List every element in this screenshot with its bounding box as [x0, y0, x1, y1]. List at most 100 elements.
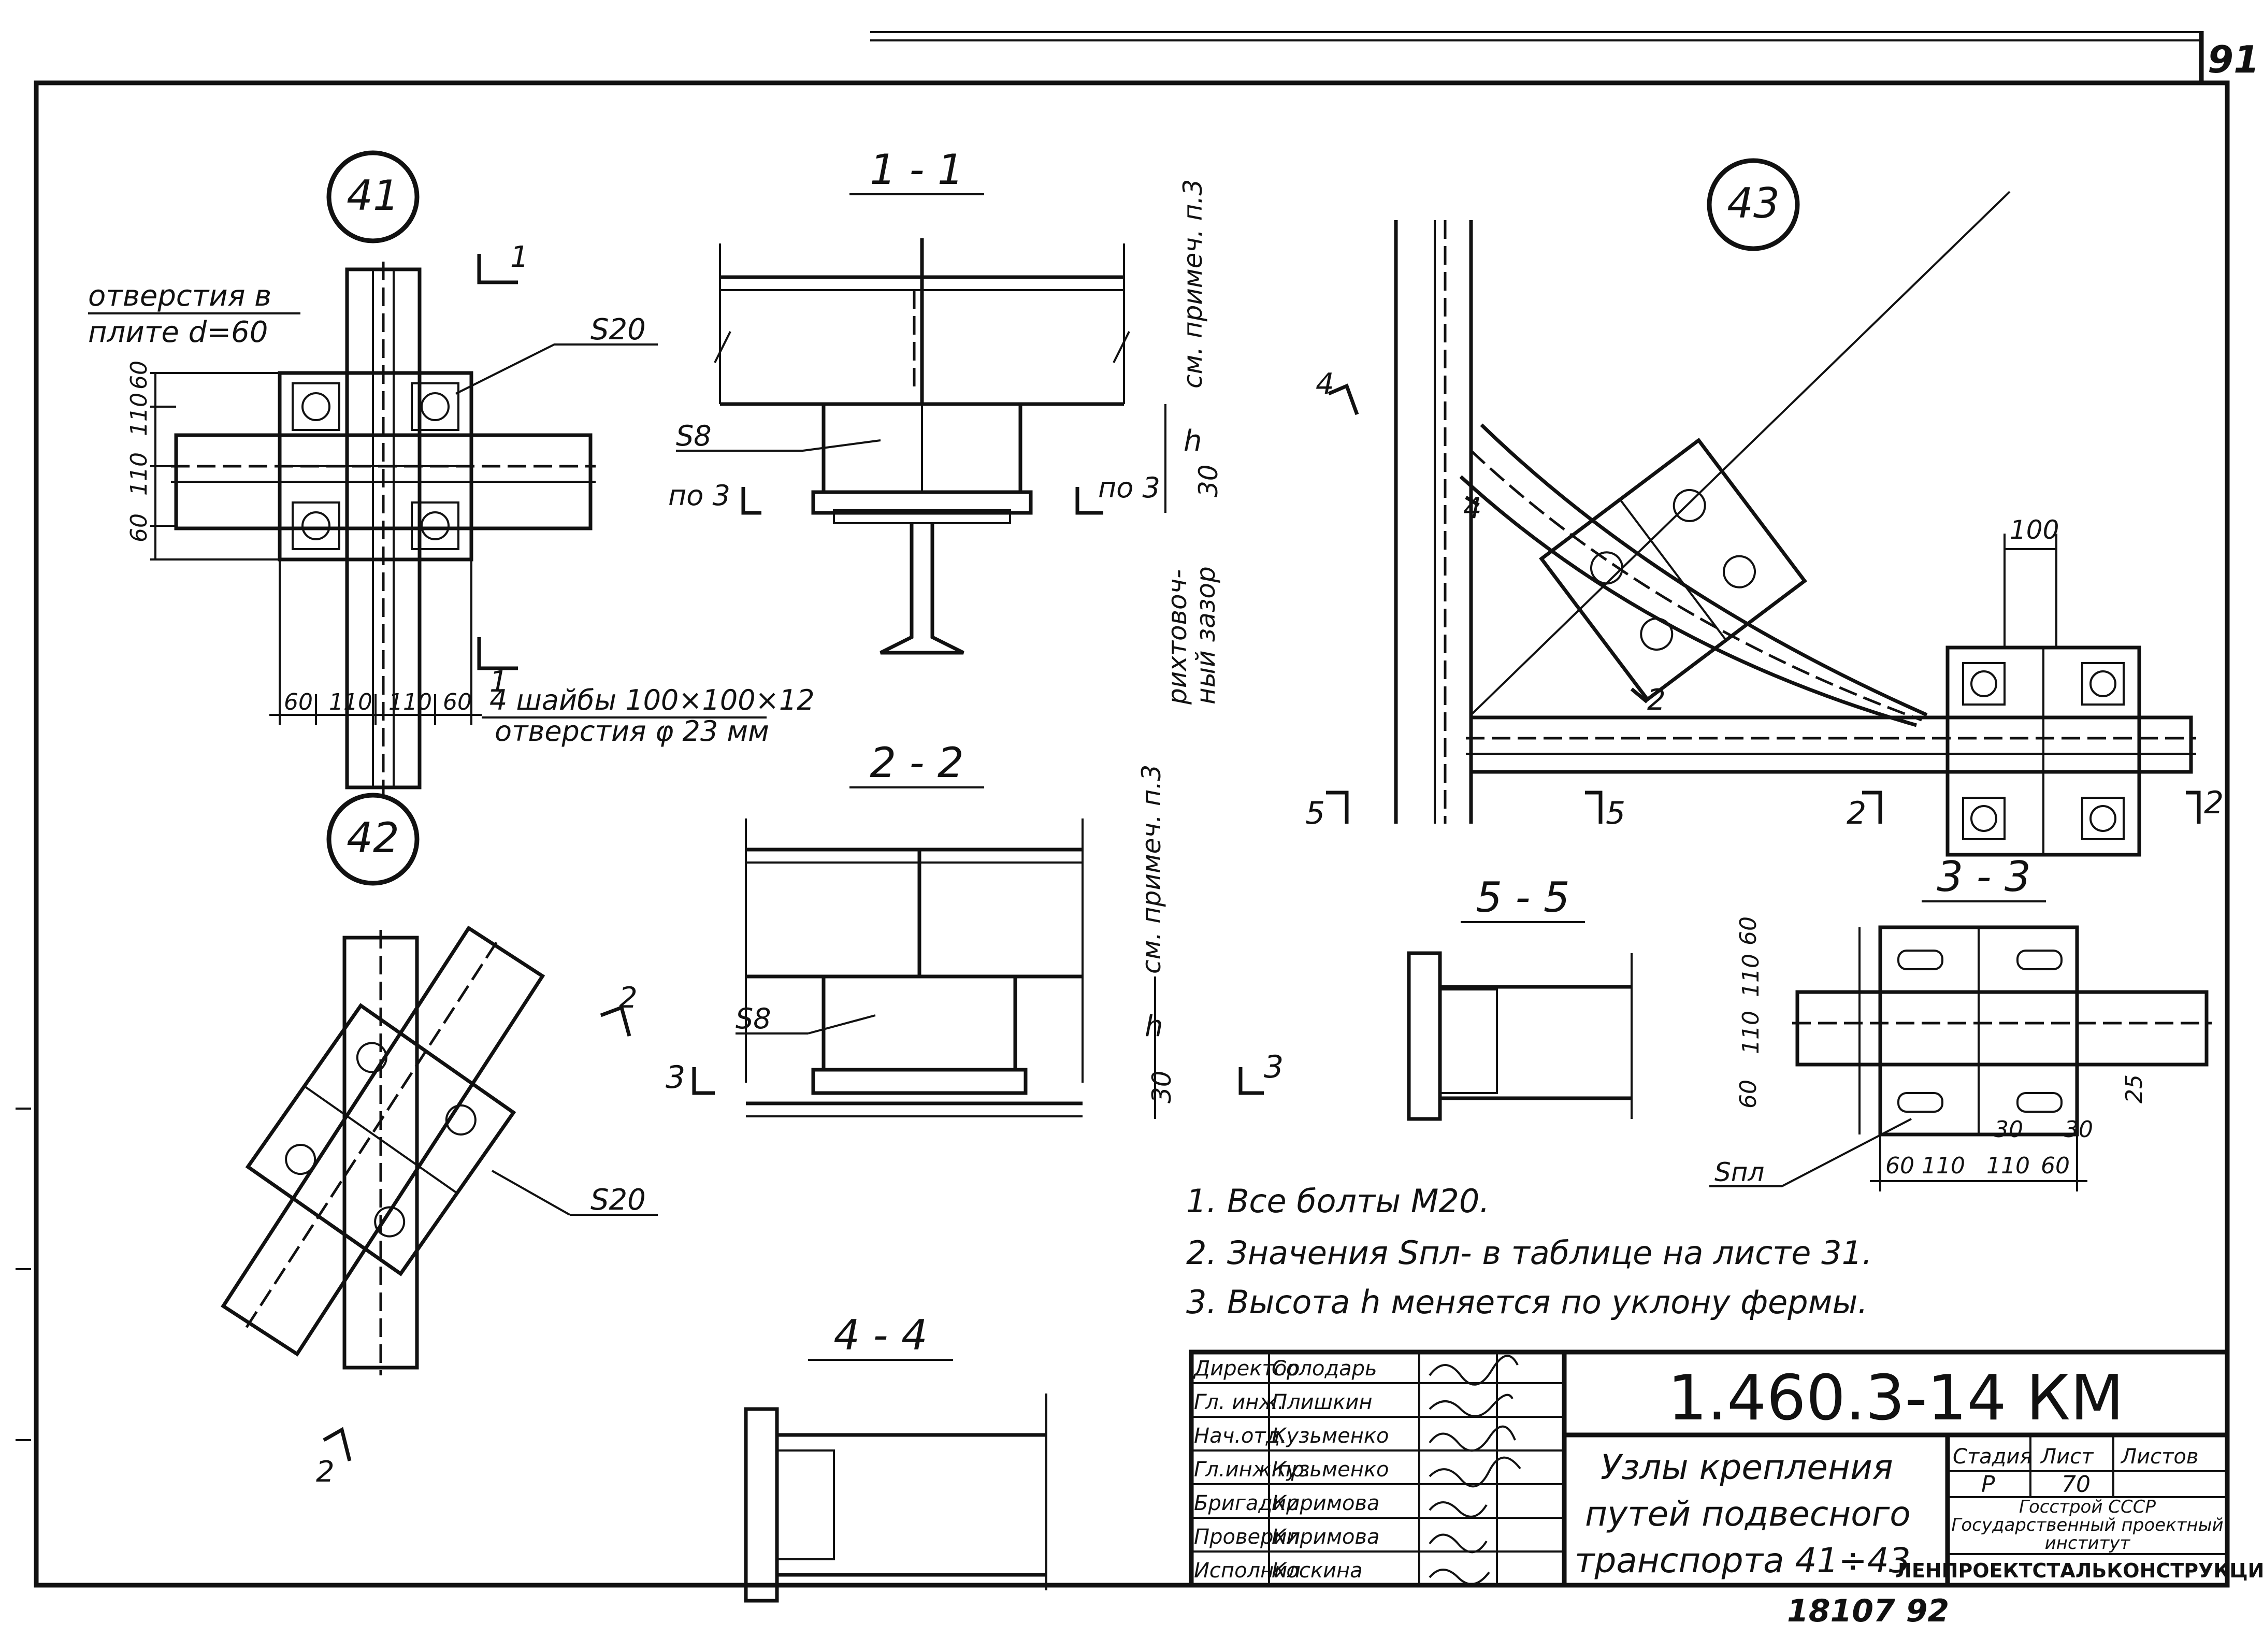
- sig-role-4: Гл.инж.пр.: [1194, 1458, 1311, 1482]
- section-3-3-dim-h2: 110: [1922, 1153, 1965, 1179]
- sig-name-5: Киримова: [1272, 1491, 1380, 1515]
- node-43-bolts: [1962, 662, 2125, 840]
- sheet-label: Лист: [2040, 1445, 2094, 1469]
- title-line-1: Узлы крепления: [1601, 1447, 1893, 1487]
- section-5-5: 5 - 5: [1407, 873, 1633, 1121]
- node-41-washers-2: отверстия φ 23 мм: [495, 715, 769, 748]
- node-41-dim-v3: 110: [126, 452, 152, 496]
- org-name: ЛЕНПРОЕКТСТАЛЬКОНСТРУКЦИЯ: [1895, 1559, 2263, 1582]
- section-3-3-dim-h1: 60: [1885, 1153, 1914, 1179]
- node-41-bolts: [292, 382, 459, 550]
- node-41-section-mark-top: 1: [510, 240, 529, 274]
- node-43: 43 100: [1305, 158, 2224, 857]
- node-41: 41 S20 отверстия в плите d=60 1 1: [88, 150, 815, 795]
- node-41-dim-v4: 60: [126, 513, 152, 542]
- section-2-2-s8: S8: [736, 1002, 771, 1035]
- sheet-value: 70: [2062, 1471, 2091, 1498]
- section-2-2-title: 2 - 2: [870, 739, 964, 787]
- node-41-marker: [326, 150, 420, 243]
- node-43-mark-2b: 2: [1847, 795, 1866, 831]
- section-3-3-dim-v4: 60: [1735, 1080, 1762, 1109]
- section-2-2-dim30: 30: [1147, 1070, 1177, 1103]
- sig-name-4: Кузьменко: [1272, 1458, 1389, 1482]
- note-3: 3. Высота h меняется по уклону фермы.: [1186, 1283, 1868, 1321]
- section-1-1-title: 1 - 1: [870, 146, 964, 194]
- section-3-3: 3 - 3 60 110 110 60 60 110 110 60 30 30: [1709, 853, 2212, 1191]
- stage-label: Стадия: [1953, 1445, 2032, 1469]
- node-42: 42 S20 2 2: [221, 793, 658, 1489]
- section-1-1-po3-right: по 3: [1098, 471, 1160, 504]
- node-41-marker-label: 41: [347, 171, 399, 220]
- title-block: Директор Солодарь Гл. инж. Плишкин Нач.о…: [1189, 1349, 2263, 1588]
- section-1-1: 1 - 1 S8 по 3 по 3 см. примеч. п.3 h 30 …: [668, 146, 1223, 705]
- org-line-2: Государственный проектный: [1951, 1515, 2223, 1535]
- sig-name-3: Кузьменко: [1272, 1424, 1389, 1448]
- node-41-dim-h2: 110: [329, 689, 372, 715]
- sig-role-6: Проверил: [1194, 1525, 1300, 1549]
- section-1-1-dim30: 30: [1193, 464, 1223, 497]
- node-43-mark-5b: 5: [1606, 795, 1625, 831]
- section-3-3-dim-v3: 110: [1738, 1011, 1764, 1054]
- node-41-dim-v1: 60: [126, 361, 152, 390]
- section-1-1-po3-left: по 3: [668, 479, 730, 512]
- section-1-1-s8: S8: [676, 420, 712, 452]
- section-3-3-dim-h4: 60: [2041, 1153, 2070, 1179]
- sig-name-2: Плишкин: [1272, 1390, 1373, 1414]
- section-2-2-h: h: [1145, 1010, 1163, 1043]
- section-3-3-title: 3 - 3: [1937, 853, 2031, 901]
- node-42-marker-label: 42: [347, 814, 399, 862]
- section-2-2: 2 - 2 S8 3 3 см. примеч. п.3 h 30: [666, 739, 1284, 1119]
- title-line-3: транспорта 41÷43: [1575, 1541, 1911, 1581]
- note-1: 1. Все болты М20.: [1186, 1182, 1490, 1220]
- section-3-3-slots: [1897, 950, 2063, 1113]
- section-3-3-dim-25: 25: [2121, 1074, 2147, 1103]
- node-41-washers-1: 4 шайбы 100×100×12: [489, 684, 815, 716]
- section-4-4: 4 - 4: [744, 1311, 1047, 1603]
- sig-name-7: Коскина: [1272, 1559, 1363, 1583]
- node-41-holes-note-1: отверстия в: [88, 279, 271, 313]
- section-2-2-mark-3-right: 3: [1264, 1049, 1284, 1085]
- sig-name-1: Солодарь: [1272, 1357, 1377, 1381]
- org-line-1: Госстрой СССР: [2019, 1497, 2156, 1517]
- section-2-2-mark-3-left: 3: [666, 1059, 685, 1096]
- bottom-stamp: 18107 92: [1787, 1593, 1949, 1629]
- node-41-dim-h4: 60: [443, 689, 472, 715]
- section-2-2-note-v: см. примеч. п.3: [1136, 765, 1166, 974]
- node-43-mark-4a: 4: [1316, 367, 1334, 401]
- node-43-mark-4b: 4: [1463, 492, 1482, 525]
- sig-role-2: Гл. инж.: [1194, 1390, 1284, 1414]
- section-3-3-dim-h3: 110: [1986, 1153, 2030, 1179]
- org-line-3: институт: [2045, 1533, 2131, 1554]
- note-2: 2. Значения Sпл- в таблице на листе 31.: [1186, 1234, 1872, 1272]
- node-42-s-label: S20: [590, 1183, 646, 1217]
- node-43-mark-2c: 2: [2204, 785, 2224, 821]
- section-3-3-dim-v1: 60: [1735, 916, 1762, 945]
- sig-name-6: Киримова: [1272, 1525, 1380, 1549]
- node-41-section-mark-bottom: 1: [489, 665, 508, 699]
- section-3-3-dim-30b: 30: [2064, 1116, 2093, 1143]
- section-1-1-gap-1: рихтовоч-: [1162, 569, 1192, 705]
- sig-role-3: Нач.отд.: [1194, 1424, 1287, 1448]
- sheet-frame: 91 18107 92: [16, 31, 2259, 1629]
- section-3-3-dim-v2: 110: [1738, 954, 1764, 997]
- sig-role-7: Исполнил: [1194, 1559, 1301, 1583]
- notes: 1. Все болты М20. 2. Значения Sпл- в таб…: [1186, 1182, 1872, 1321]
- node-42-marker: [326, 793, 420, 886]
- node-41-holes-note-2: плите d=60: [88, 315, 268, 349]
- section-3-3-s-label: Sпл: [1714, 1157, 1764, 1187]
- node-41-dim-h3: 110: [388, 689, 432, 715]
- section-1-1-h: h: [1184, 424, 1202, 458]
- node-41-dim-v2: 110: [126, 393, 152, 436]
- section-3-3-dim-30a: 30: [1994, 1116, 2023, 1143]
- section-4-4-title: 4 - 4: [833, 1311, 928, 1359]
- sig-role-5: Бригадир: [1194, 1491, 1299, 1515]
- node-43-mark-2a: 2: [1647, 683, 1666, 717]
- section-5-5-title: 5 - 5: [1476, 873, 1570, 922]
- node-43-marker-label: 43: [1727, 179, 1780, 227]
- section-1-1-note-v: см. примеч. п.3: [1178, 179, 1208, 389]
- title-line-2: путей подвесного: [1585, 1494, 1911, 1534]
- node-43-mark-5a: 5: [1305, 795, 1325, 831]
- section-1-1-gap-2: ный зазор: [1191, 566, 1221, 705]
- sheets-label: Листов: [2120, 1445, 2198, 1469]
